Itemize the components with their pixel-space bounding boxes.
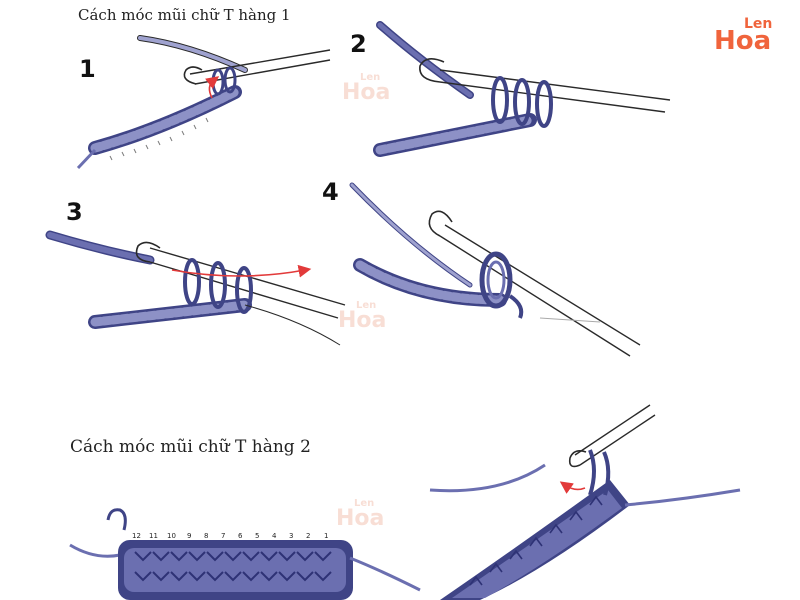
step-4-illustration xyxy=(349,182,641,357)
stitch-num-11: 11 xyxy=(149,532,158,540)
step-1-number: 1 xyxy=(79,55,96,83)
logo-text-top: Len xyxy=(744,16,773,32)
row2-right-illustration xyxy=(429,404,741,600)
stitch-num-3: 3 xyxy=(289,532,293,540)
step-4-number: 4 xyxy=(322,178,339,206)
brand-logo: Len Hoa xyxy=(714,16,794,60)
stitch-num-1: 1 xyxy=(324,532,328,540)
stitch-num-4: 4 xyxy=(272,532,277,540)
stitch-num-9: 9 xyxy=(187,532,191,540)
step-1-chain xyxy=(88,85,242,155)
stitch-num-8: 8 xyxy=(204,532,208,540)
stitch-num-5: 5 xyxy=(255,532,259,540)
stitch-number-labels: 12 11 10 9 8 7 6 5 4 3 2 1 xyxy=(132,532,328,540)
row1-caption: Cách móc mũi chữ T hàng 1 xyxy=(78,6,291,24)
step-3-chain xyxy=(88,298,252,329)
step-4-chain xyxy=(353,258,507,307)
step-1-illustration xyxy=(76,35,331,170)
step-2-illustration xyxy=(373,21,671,157)
stitch-num-12: 12 xyxy=(132,532,141,540)
step-2-chain xyxy=(373,113,537,157)
stitch-num-10: 10 xyxy=(167,532,176,540)
row2-caption: Cách móc mũi chữ T hàng 2 xyxy=(70,437,311,457)
row2-left-illustration: 12 11 10 9 8 7 6 5 4 3 2 1 xyxy=(69,508,421,600)
logo-text-bottom: Hoa xyxy=(714,26,772,56)
step-3-number: 3 xyxy=(66,198,83,226)
stitch-num-7: 7 xyxy=(221,532,225,540)
stitch-num-6: 6 xyxy=(238,532,243,540)
step-3-illustration xyxy=(45,230,346,346)
stitch-num-2: 2 xyxy=(306,532,310,540)
step-2-number: 2 xyxy=(350,30,367,58)
